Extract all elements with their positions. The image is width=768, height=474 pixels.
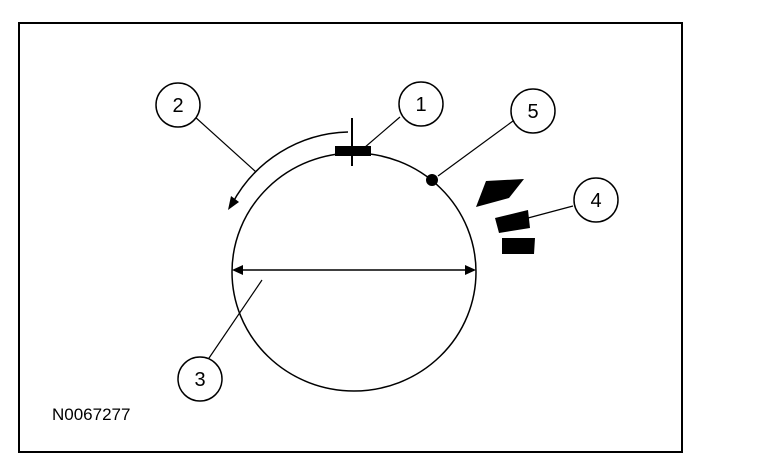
- callout-5: 5: [510, 88, 556, 134]
- wheel-circle: [231, 152, 477, 392]
- callout-5-label: 5: [527, 101, 538, 123]
- leader-line-3: [206, 279, 263, 362]
- callout-3: 3: [177, 356, 223, 402]
- callout-1-label: 1: [415, 94, 426, 116]
- callout-4-label: 4: [590, 190, 601, 212]
- callout-2: 2: [155, 82, 201, 128]
- callout-1: 1: [398, 81, 444, 127]
- leader-line-2: [193, 115, 257, 173]
- reference-mark: [335, 118, 371, 166]
- callout-3-label: 3: [194, 369, 205, 391]
- diagram-frame: [18, 22, 683, 453]
- figure-id: N0067277: [52, 405, 131, 424]
- diameter-arrow: [232, 265, 476, 275]
- rotation-arrow: [228, 131, 349, 210]
- callout-2-label: 2: [172, 95, 183, 117]
- point-dot: [426, 174, 438, 186]
- leader-line-4: [527, 205, 574, 219]
- callout-4: 4: [573, 177, 619, 223]
- leader-line-1: [363, 116, 401, 149]
- force-arrow: [476, 179, 535, 254]
- leader-line-5: [437, 120, 514, 177]
